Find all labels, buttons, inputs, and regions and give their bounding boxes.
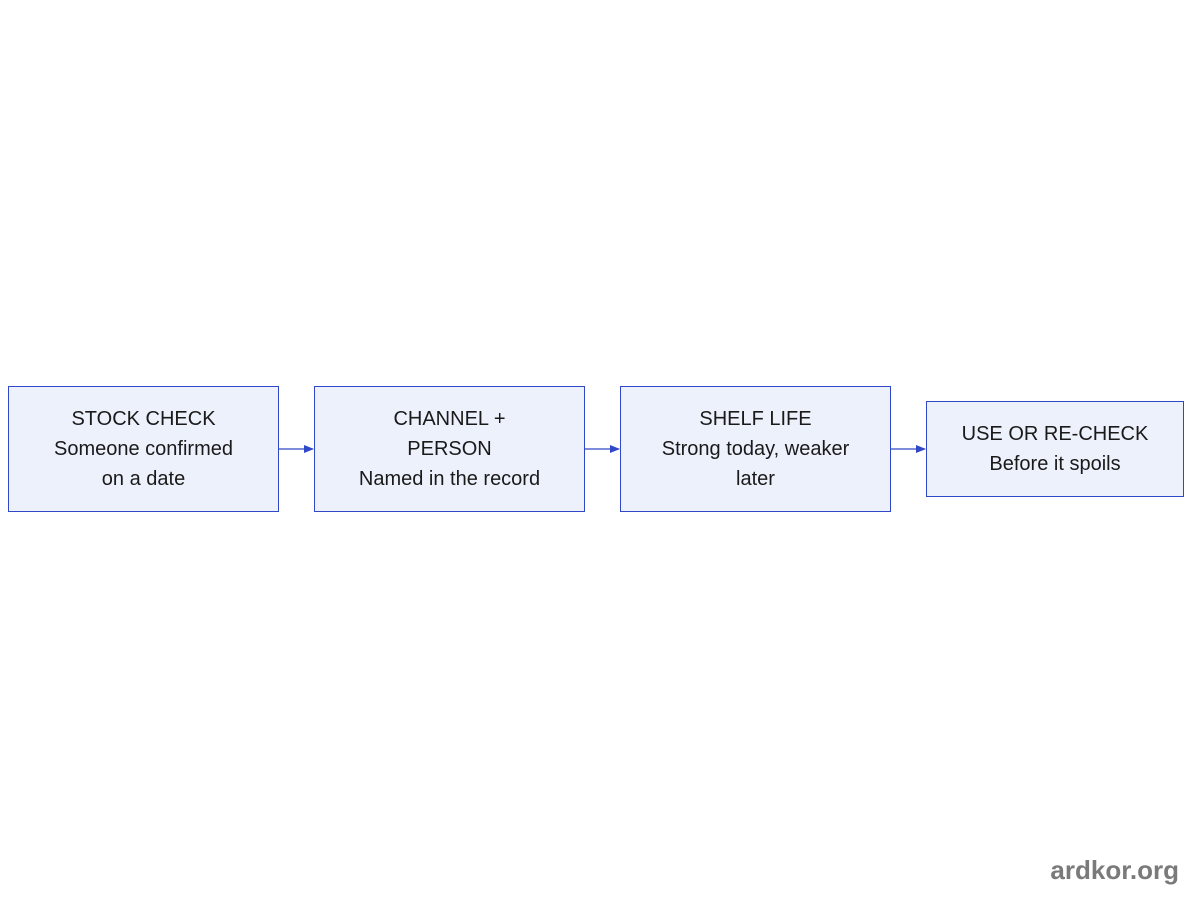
node-description-line: Someone confirmed — [54, 438, 233, 460]
node-channel-person: CHANNEL + PERSON Named in the record — [314, 386, 585, 512]
node-description-line: later — [736, 468, 775, 490]
node-description-line: Strong today, weaker — [661, 438, 850, 460]
watermark: ardkor.org — [1050, 855, 1179, 885]
node-title: CHANNEL + — [393, 408, 506, 430]
node-title: STOCK CHECK — [71, 408, 216, 430]
node-title: USE OR RE-CHECK — [961, 423, 1149, 445]
node-use-or-recheck: USE OR RE-CHECK Before it spoils — [926, 401, 1184, 497]
node-shelf-life: SHELF LIFE Strong today, weaker later — [620, 386, 891, 512]
node-stock-check: STOCK CHECK Someone confirmed on a date — [8, 386, 279, 512]
node-title: SHELF LIFE — [699, 408, 812, 430]
node-description-line: Named in the record — [358, 468, 541, 490]
node-description-line: on a date — [101, 468, 186, 490]
node-title-continued: PERSON — [407, 438, 492, 460]
node-description-line: Before it spoils — [989, 453, 1121, 475]
